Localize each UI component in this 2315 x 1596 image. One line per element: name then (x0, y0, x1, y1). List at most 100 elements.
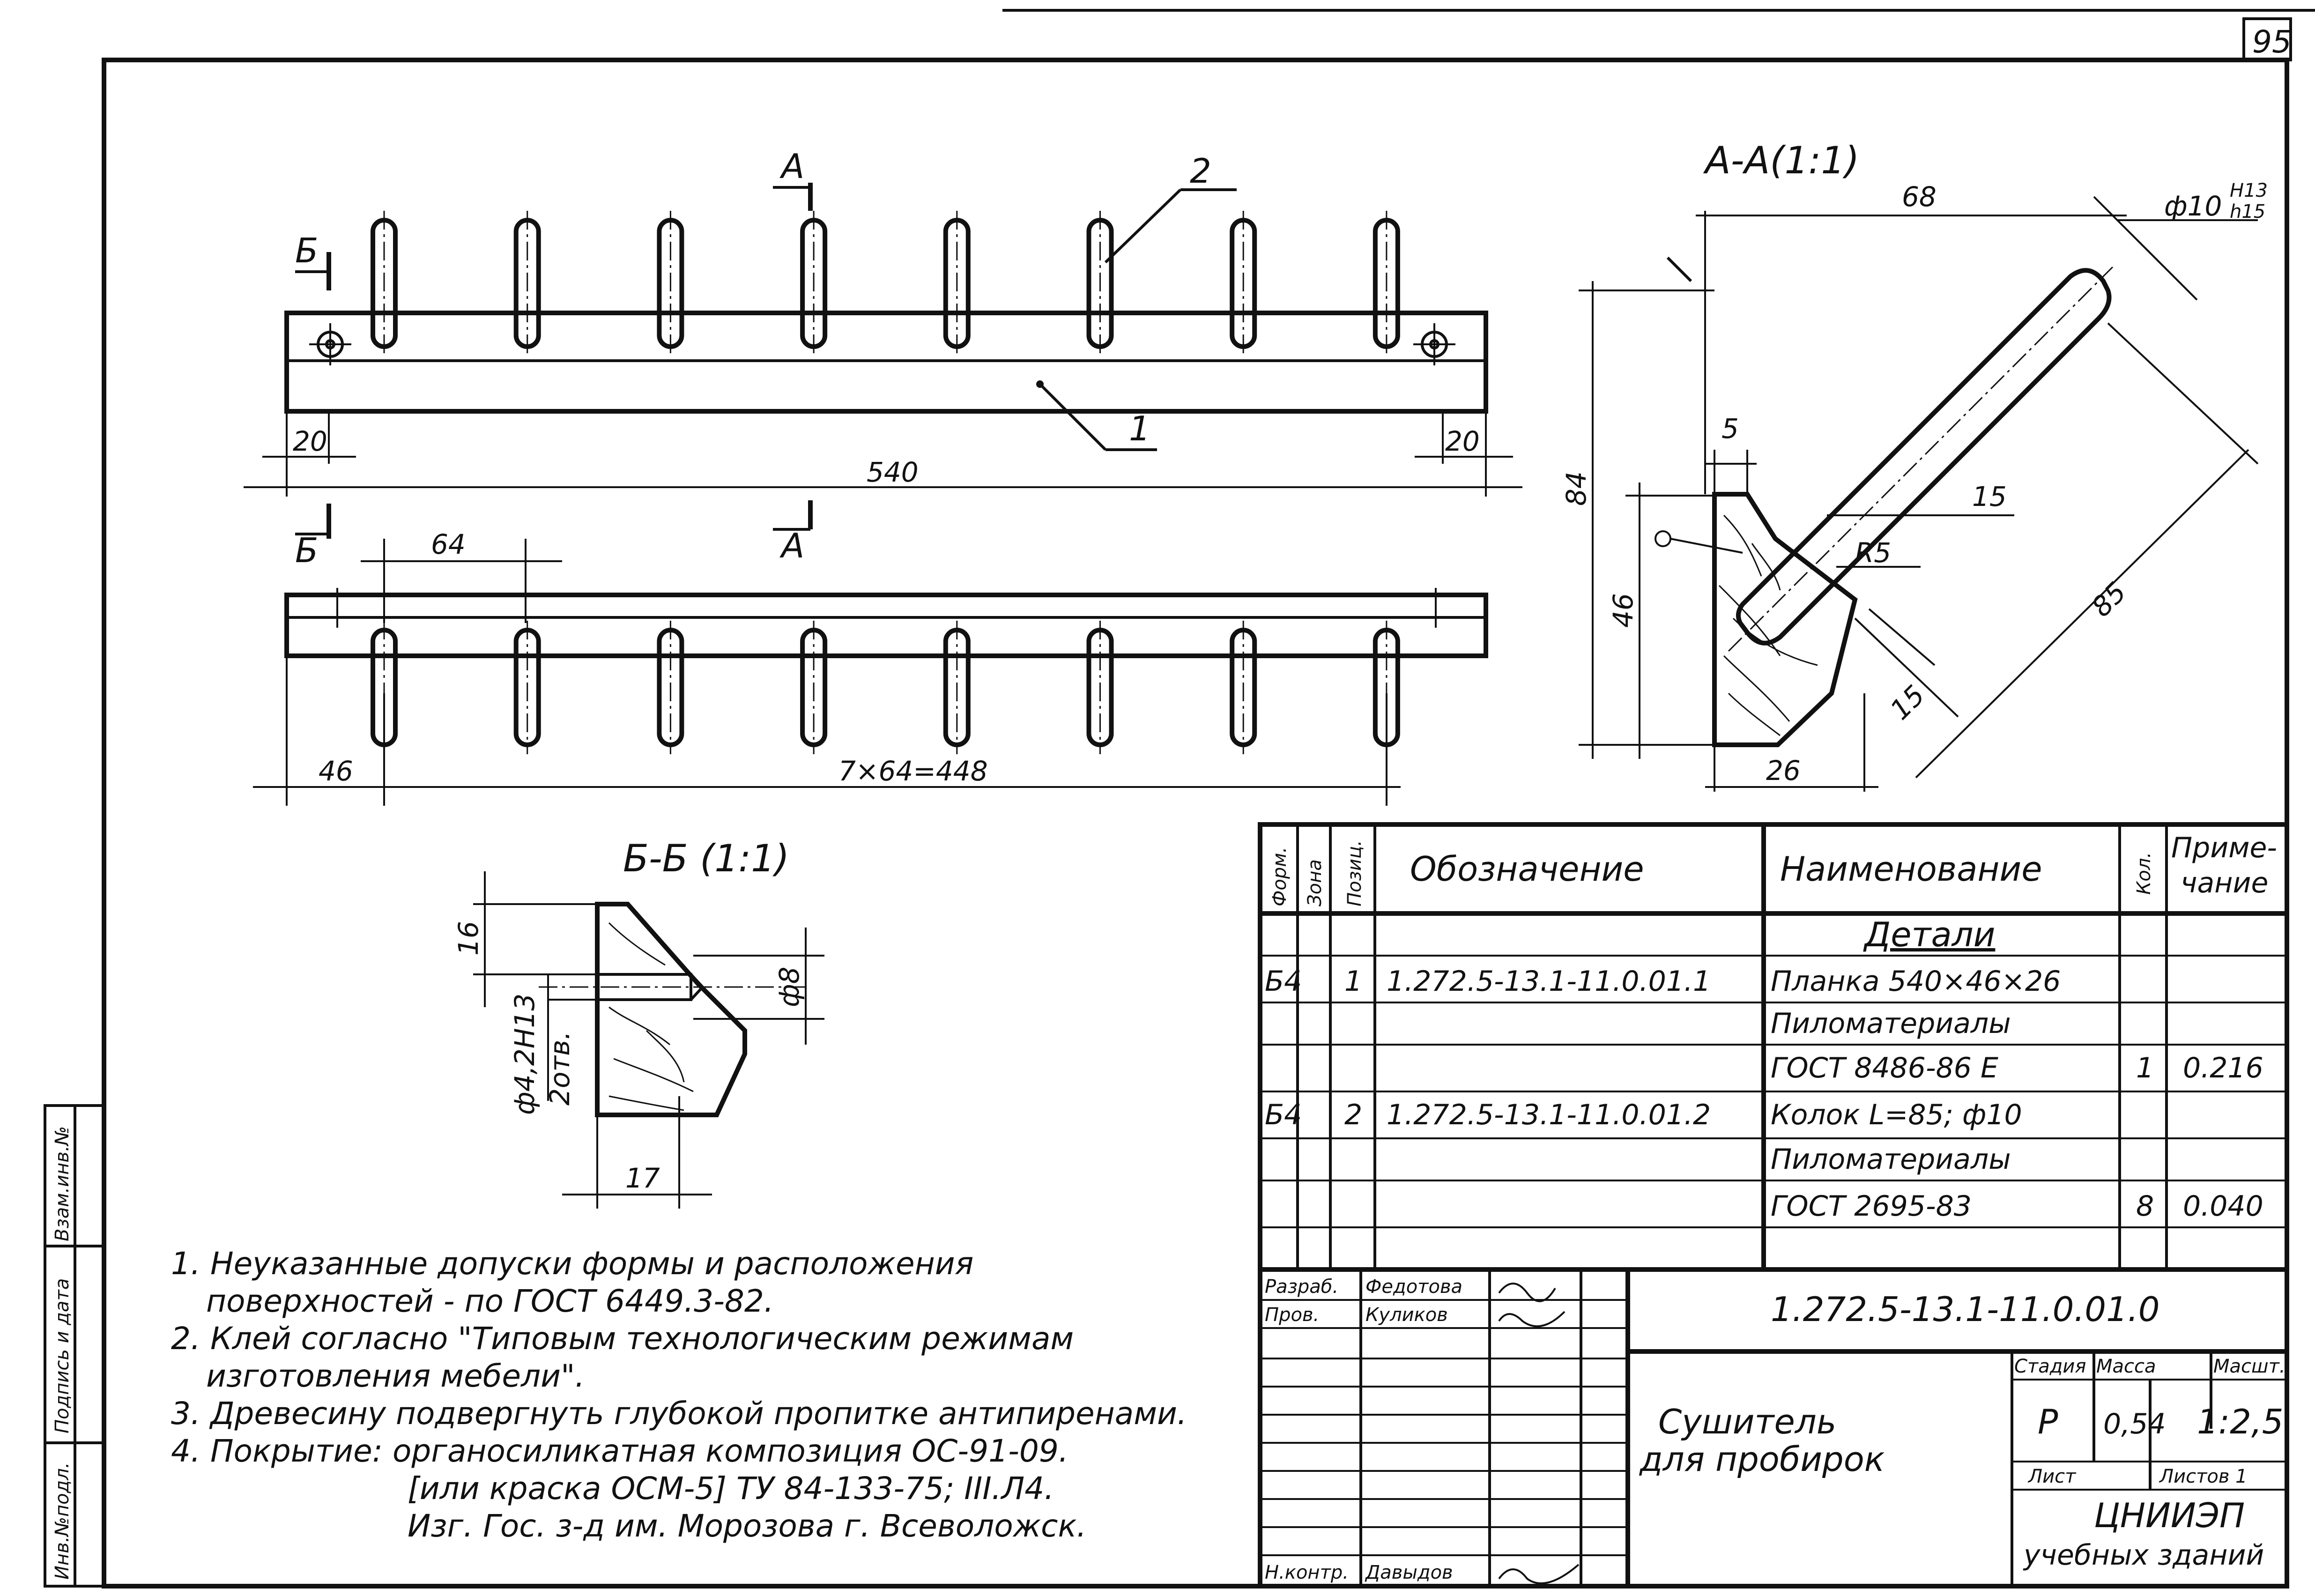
sheet-label: Лист (2027, 1466, 2077, 1487)
spec-cell-format: Б4 (1265, 1099, 1302, 1131)
section-a-label-top: A (779, 147, 804, 186)
note-line-2: поверхностей - по ГОСТ 6449.3-82. (206, 1283, 774, 1319)
section-aa-peg (1728, 266, 2114, 652)
notes: 1. Неуказанные допуски формы и расположе… (171, 1246, 1187, 1544)
dim-aa-68: 68 (1902, 181, 1937, 213)
dim-aa-26: 26 (1766, 755, 1801, 787)
dim-aa-85: 85 (2085, 576, 2132, 623)
leader-label-2: 2 (1190, 151, 1211, 191)
dim-bb-hole-count: 2отв. (544, 1031, 576, 1106)
org-line2: учебных зданий (2023, 1539, 2264, 1572)
mass-value: 0,54 (2103, 1408, 2166, 1440)
org-line1: ЦНИИЭП (2094, 1496, 2245, 1535)
screw-hole-left (309, 323, 351, 365)
name-developed: Федотова (1365, 1276, 1462, 1298)
section-aa-hatch (1718, 514, 1818, 736)
dim-aa-hole-tol-lower: h15 (2230, 201, 2265, 223)
leader-label-1: 1 (1129, 409, 1150, 448)
spec-cell-name: Планка 540×46×26 (1771, 965, 2061, 998)
note-line-8: Изг. Гос. з-д им. Морозова г. Всеволожск… (408, 1508, 1086, 1544)
spec-header-zone: Зона (1304, 859, 1326, 906)
note-line-3: 2. Клей согласно "Типовым технологически… (171, 1321, 1074, 1357)
section-a-label-bottom: A (779, 526, 804, 565)
dim-peg-spacing: 64 (431, 528, 466, 560)
dim-first-offset: 46 (319, 755, 353, 787)
side-stamp: Инв.№подл. Подпись и дата Взам.инв.№ (44, 1104, 105, 1588)
dim-pitch-total: 7×64=448 (838, 755, 988, 787)
spec-cell-name: Пиломатериалы (1771, 1007, 2011, 1040)
stamp-replacing-inv: Взам.инв.№ (52, 1126, 73, 1241)
bottom-view: 64 46 7×64=448 (253, 528, 1488, 806)
dim-bb-phi8: ф8 (773, 967, 805, 1008)
spec-rows: Б4 1 1.272.5-13.1-11.0.01.1 Планка 540×46×2… (1265, 965, 2263, 1223)
product-name-line2: для пробирок (1639, 1440, 1885, 1479)
spec-section-title: Детали (1863, 915, 1995, 954)
dim-aa-hole: ф10 (2164, 190, 2222, 222)
dim-right-margin: 20 (1445, 425, 1480, 457)
sheets-label: Листов 1 (2159, 1466, 2248, 1487)
section-b-label-top: Б (295, 231, 318, 270)
spec-cell-name: ГОСТ 2695-83 (1771, 1190, 1972, 1223)
role-checked: Пров. (1265, 1304, 1319, 1326)
dim-aa-15-bottom: 15 (1884, 679, 1931, 726)
col-scale-label: Масшт. (2213, 1356, 2285, 1377)
spec-header-qty: Кол. (2133, 852, 2155, 895)
note-line-4: изготовления мебели". (206, 1358, 585, 1394)
col-mass-label: Масса (2096, 1356, 2156, 1377)
spec-cell-note: 0.216 (2183, 1052, 2263, 1084)
dim-bb-hole: ф4,2Н13 (509, 994, 541, 1115)
dim-bb-16: 16 (453, 921, 484, 956)
signature-checked (1498, 1311, 1566, 1328)
spec-cell-format: Б4 (1265, 965, 1302, 998)
spec-cell-qty: 1 (2136, 1052, 2154, 1084)
role-norm: Н.контр. (1265, 1562, 1349, 1583)
dim-total-length: 540 (867, 456, 919, 488)
spec-cell-designation: 1.272.5-13.1-11.0.01.1 (1387, 965, 1711, 998)
note-line-6: 4. Покрытие: органосиликатная композиция… (171, 1433, 1068, 1469)
top-view: Б A A Б 2 1 540 20 20 (244, 147, 1522, 570)
section-bb: Б-Б (1:1) 16 ф4,2Н13 2отв. ф8 17 (453, 837, 824, 1209)
dim-aa-r5: R5 (1855, 537, 1891, 569)
scale-value: 1:2,5 (2197, 1402, 2284, 1441)
stamp-inv-original: Инв.№подл. (52, 1462, 73, 1580)
product-name-line1: Сушитель (1658, 1402, 1836, 1441)
dim-aa-15-top: 15 (1972, 481, 2007, 512)
spec-cell-name: Колок L=85; ф10 (1771, 1099, 2022, 1131)
spec-cell-name: Пиломатериалы (1771, 1143, 2011, 1176)
dim-aa-hole-tol-upper: Н13 (2230, 180, 2268, 201)
spec-cell-note: 0.040 (2183, 1190, 2263, 1223)
dim-aa-5: 5 (1721, 413, 1739, 445)
screw-hole-right (1413, 323, 1455, 365)
spec-header-designation: Обозначение (1410, 849, 1644, 889)
title-block: Разраб. Федотова Пров. Куликов Н.контр. … (1258, 1267, 2289, 1589)
spec-header-position: Позиц. (1344, 840, 1365, 906)
role-developed: Разраб. (1265, 1276, 1338, 1298)
dim-left-margin: 20 (293, 425, 327, 457)
dim-aa-84: 84 (1560, 471, 1592, 506)
note-line-1: 1. Неуказанные допуски формы и расположе… (171, 1246, 973, 1282)
spec-header-note-2: чание (2181, 867, 2268, 899)
spec-header-name: Наименование (1780, 849, 2042, 889)
spec-cell-position: 2 (1344, 1099, 1362, 1131)
spec-table: Форм. Зона Позиц. Обозначение Наименован… (1258, 822, 2289, 1272)
spec-cell-position: 1 (1344, 965, 1362, 998)
col-stage-label: Стадия (2014, 1356, 2086, 1377)
spec-cell-designation: 1.272.5-13.1-11.0.01.2 (1387, 1099, 1711, 1131)
top-view-pegs (371, 211, 1400, 356)
note-line-5: 3. Древесину подвергнуть глубокой пропит… (171, 1396, 1187, 1432)
section-bb-hatch (608, 922, 694, 1111)
signature-norm (1498, 1564, 1580, 1584)
page-number: 95 (2252, 24, 2292, 60)
name-checked: Куликов (1365, 1304, 1448, 1326)
section-b-label-bottom: Б (295, 531, 318, 570)
stamp-signature-date: Подпись и дата (52, 1278, 73, 1433)
spec-cell-qty: 8 (2136, 1190, 2154, 1223)
section-aa-title: A-A(1:1) (1703, 139, 1860, 182)
document-code: 1.272.5-13.1-11.0.01.0 (1771, 1290, 2160, 1329)
spec-header-format: Форм. (1269, 847, 1291, 906)
note-line-7: [или краска ОСМ-5] ТУ 84-133-75; III.Л4. (408, 1470, 1054, 1507)
signature-developed (1498, 1283, 1556, 1302)
stage-value: Р (2038, 1402, 2058, 1441)
spec-cell-name: ГОСТ 8486-86 Е (1771, 1052, 1998, 1084)
